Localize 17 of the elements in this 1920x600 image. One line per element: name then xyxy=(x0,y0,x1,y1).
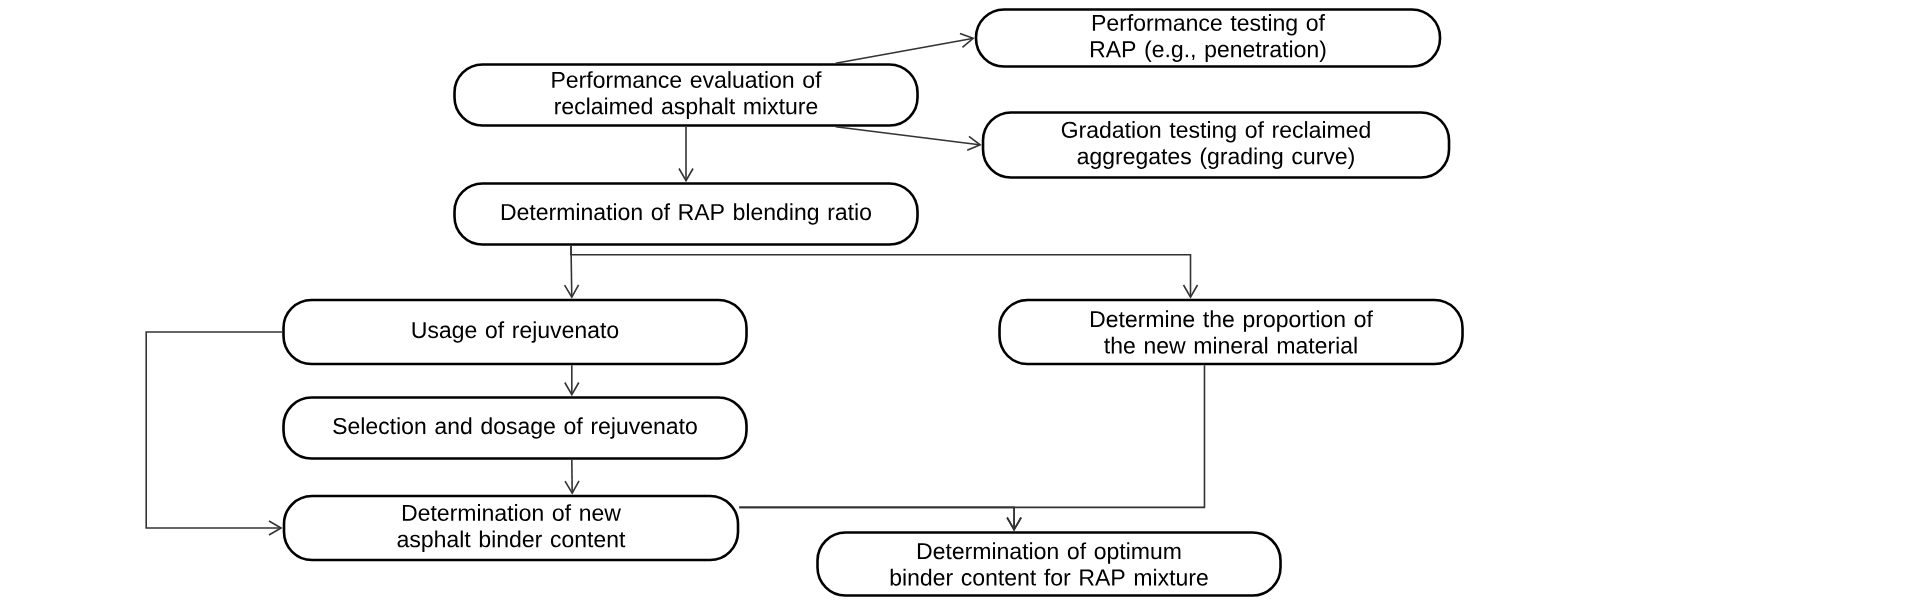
arrow xyxy=(564,459,580,495)
process-box: Determination of RAP blending ratio xyxy=(453,182,919,246)
process-box: Selection and dosage of rejuvenato xyxy=(282,396,748,460)
process-box: Determination of new asphalt binder content xyxy=(282,494,740,562)
arrow xyxy=(834,126,982,152)
arrow xyxy=(564,364,580,397)
arrow xyxy=(145,331,283,536)
process-box: Performance testing of RAP (e.g., penetration) xyxy=(974,8,1442,68)
arrow xyxy=(570,245,1199,299)
process-box: Determination of optimum binder content for RAP mixture xyxy=(816,531,1282,597)
arrow xyxy=(834,32,975,64)
process-box: Determine the proportion of the new mineral material xyxy=(998,298,1464,366)
process-box: Performance evaluation of reclaimed asphalt mixture xyxy=(453,63,919,127)
process-box: Usage of rejuvenato xyxy=(282,298,748,366)
process-box: Gradation testing of reclaimed aggregates (grading curve) xyxy=(981,111,1451,179)
arrow xyxy=(678,126,694,183)
arrow xyxy=(738,364,1206,532)
